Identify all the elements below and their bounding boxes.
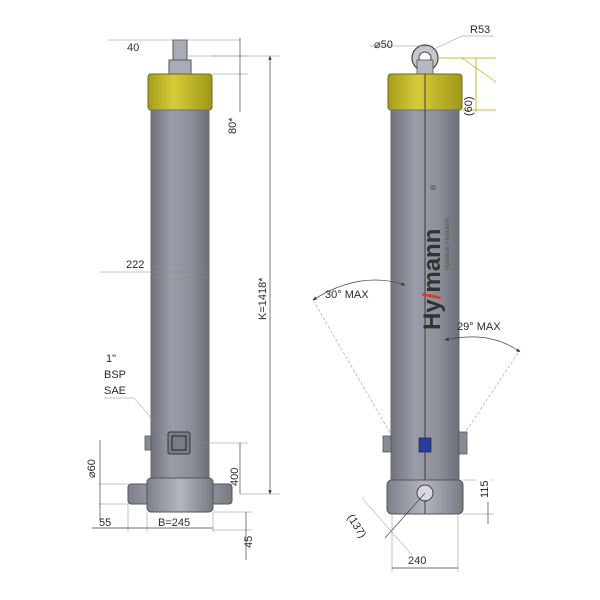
right-dim-base-width: 240: [408, 555, 426, 567]
left-dim-total-length: K=1418*: [257, 277, 269, 320]
right-dim-eye-height: (60): [463, 96, 475, 116]
left-port-fitting: [167, 431, 191, 455]
left-dim-diameter: 222: [126, 259, 144, 271]
left-dim-top-width: 40: [127, 42, 139, 54]
svg-text:Hy/mann: Hy/mann: [419, 229, 446, 330]
brand-tagline: Hydraulic-Hydraulik: [445, 217, 451, 270]
right-view: Hy/mann Hydraulic-Hydraulik ® ⌀50 R53 (6…: [312, 24, 521, 572]
left-base-body: [146, 477, 214, 513]
left-port-label-line1: 1": [106, 353, 116, 365]
brand-slash: /: [419, 292, 446, 299]
right-dim-diagonal: (137): [344, 512, 368, 540]
right-dim-eye-radius: R53: [470, 24, 490, 36]
brand-logo: Hy/mann Hydraulic-Hydraulik ®: [419, 184, 451, 330]
left-dim-foot-overhang: 55: [99, 517, 111, 529]
right-dim-eye-diameter: ⌀50: [374, 39, 393, 51]
left-barrel: [150, 109, 210, 483]
brand-registered: ®: [430, 184, 438, 190]
brand-name-part1: Hy: [419, 299, 446, 330]
brand-name-part2: mann: [419, 229, 446, 293]
left-dim-pin-diameter: ⌀60: [86, 459, 98, 478]
left-dim-pin-height: 400: [229, 468, 241, 486]
left-view: 40 80* K=1418* 222 1" BSP SAE 400 ⌀60 55…: [86, 38, 280, 560]
right-port-marker: [418, 437, 432, 453]
left-dim-collar: 80*: [227, 117, 239, 134]
left-collar: [147, 73, 213, 111]
left-port-label-line3: SAE: [104, 385, 126, 397]
left-dim-base-offset: 45: [243, 536, 255, 548]
left-dim-base-width: B=245: [158, 517, 190, 529]
left-port-label-line2: BSP: [104, 369, 126, 381]
right-angle-left: 30° MAX: [325, 289, 369, 301]
right-dim-base-height: 115: [479, 480, 491, 498]
right-angle-right: 29° MAX: [457, 321, 501, 333]
